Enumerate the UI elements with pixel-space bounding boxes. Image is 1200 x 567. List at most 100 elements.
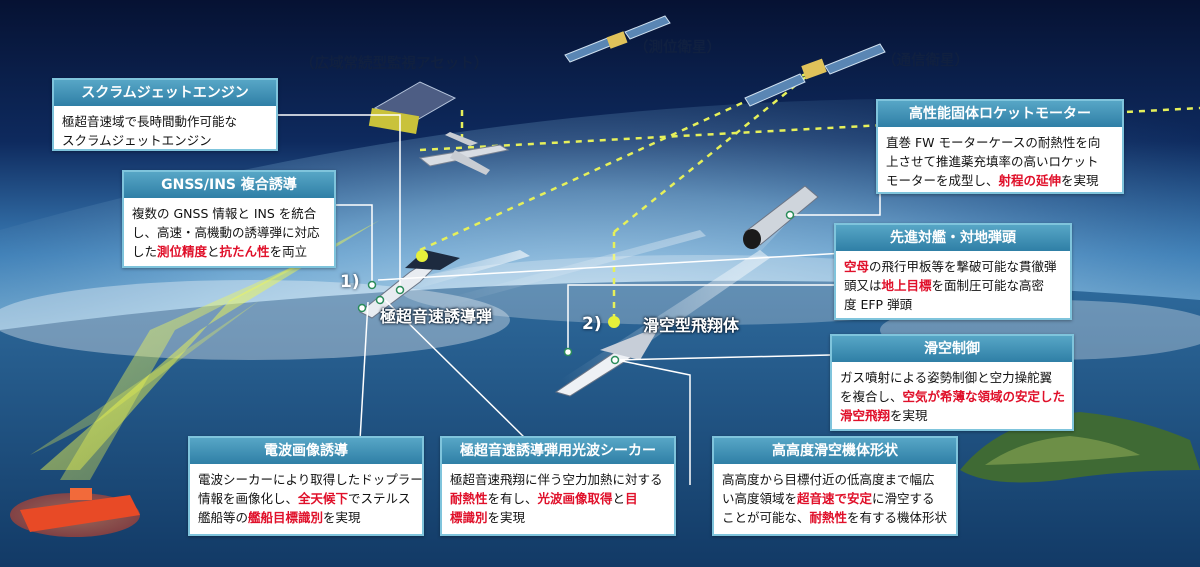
text-segment: を実現 — [890, 408, 928, 423]
box-text-line: ガス噴射による姿勢制御と空力操舵翼 — [840, 368, 1064, 387]
text-segment: 電波シーカーにより取得したドップラー — [198, 472, 423, 487]
box-text-line: 標識別を実現 — [450, 508, 666, 527]
text-segment: を実現 — [487, 510, 526, 525]
communication-satellite-icon — [744, 43, 886, 107]
label-glide-vehicle: 滑空型飛翔体 — [643, 316, 740, 335]
text-segment: 頭又は — [844, 278, 882, 293]
box-text-line: 艦船等の艦船目標識別を実現 — [198, 508, 414, 527]
highlighted-text: 抗たん性 — [219, 244, 270, 259]
highlighted-text: 滑空飛翔 — [840, 408, 891, 423]
highlighted-text: 目 — [625, 491, 638, 506]
box-optical-seeker-body: 極超音速飛翔に伴う空力加熱に対する耐熱性を有し、光波画像取得と目標識別を実現 — [442, 464, 674, 531]
box-text-line: し、高速・高機動の誘導弾に対応 — [132, 223, 326, 242]
box-rocket-motor: 高性能固体ロケットモーター 直巻 FW モーターケースの耐熱性を向上させて推進薬… — [876, 99, 1124, 194]
box-text-line: 複数の GNSS 情報と INS を統合 — [132, 204, 326, 223]
highlighted-text: 測位精度 — [157, 244, 208, 259]
box-warhead-title: 先進対艦・対地弾頭 — [836, 225, 1070, 251]
text-segment: 極超音速飛翔に伴う空力加熱に対する — [450, 472, 663, 487]
highlighted-text: 耐熱性 — [450, 491, 488, 506]
highlighted-text: 射程の延伸 — [998, 173, 1062, 188]
box-text-line: 電波シーカーにより取得したドップラー — [198, 470, 423, 489]
box-warhead-body: 空母の飛行甲板等を撃破可能な貫徹弾頭又は地上目標を面制圧可能な高密度 EFP 弾… — [836, 251, 1070, 318]
text-segment: 上させて推進薬充填率の高いロケット — [886, 154, 1099, 169]
callout-dots — [357, 210, 795, 365]
highlighted-text: 標識別 — [450, 510, 488, 525]
callout-lines — [278, 114, 881, 485]
box-warhead: 先進対艦・対地弾頭 空母の飛行甲板等を撃破可能な貫徹弾頭又は地上目標を面制圧可能… — [834, 223, 1072, 320]
box-text-line: 滑空飛翔を実現 — [840, 406, 1064, 425]
text-segment: し、高速・高機動の誘導弾に対応 — [132, 225, 320, 240]
highlighted-text: 地上目標 — [881, 278, 932, 293]
box-high-alt-body-title: 高高度滑空機体形状 — [714, 438, 956, 464]
highlighted-text: 艦船目標識別 — [248, 510, 324, 525]
label-positioning-satellite: （測位衛星） — [634, 40, 721, 56]
box-text-line: 度 EFP 弾頭 — [844, 295, 1062, 314]
label-communication-satellite: （通信衛星） — [882, 53, 969, 69]
text-segment: 高高度から目標付近の低高度まで幅広 — [722, 472, 935, 487]
text-segment: ことが可能な、 — [722, 510, 810, 525]
text-segment: と — [612, 491, 626, 506]
box-rocket-motor-body: 直巻 FW モーターケースの耐熱性を向上させて推進薬充填率の高いロケットモーター… — [878, 127, 1122, 194]
box-text-line: 極超音速飛翔に伴う空力加熱に対する — [450, 470, 666, 489]
box-scramjet-body: 極超音速域で長時間動作可能なスクラムジェットエンジン — [54, 106, 276, 154]
label-hypersonic-missile: 極超音速誘導弾 — [380, 307, 493, 326]
box-scramjet-title: スクラムジェットエンジン — [54, 80, 276, 106]
highlighted-text: 超音速で安定 — [797, 491, 873, 506]
box-high-alt-body: 高高度滑空機体形状 高高度から目標付近の低高度まで幅広い高度領域を超音速で安定に… — [712, 436, 958, 536]
text-segment: を面制圧可能な高密 — [931, 278, 1045, 293]
box-glide-control-body: ガス噴射による姿勢制御と空力操舵翼を複合し、空気が希薄な領域の安定した滑空飛翔を… — [832, 362, 1072, 429]
box-optical-seeker-title: 極超音速誘導弾用光波シーカー — [442, 438, 674, 464]
text-segment: を実現 — [323, 510, 361, 525]
text-segment: 情報を画像化し、 — [198, 491, 299, 506]
box-high-alt-body-body: 高高度から目標付近の低高度まで幅広い高度領域を超音速で安定に滑空することが可能な… — [714, 464, 956, 531]
marker-1: 1) — [340, 272, 360, 292]
text-segment: 複数の GNSS 情報と INS を統合 — [132, 206, 317, 221]
box-text-line: した測位精度と抗たん性を両立 — [132, 242, 326, 261]
highlighted-text: 耐熱性 — [809, 510, 848, 525]
text-segment: を有し、 — [487, 491, 538, 506]
box-text-line: スクラムジェットエンジン — [62, 131, 268, 150]
text-segment: と — [207, 244, 220, 259]
box-text-line: 情報を画像化し、全天候下でステルス — [198, 489, 414, 508]
box-text-line: 上させて推進薬充填率の高いロケット — [886, 152, 1114, 171]
text-segment: 艦船等の — [198, 510, 249, 525]
text-segment: した — [132, 244, 158, 259]
box-text-line: ことが可能な、耐熱性を有する機体形状 — [722, 508, 948, 527]
text-segment: の飛行甲板等を撃破可能な貫徹弾 — [869, 259, 1057, 274]
box-text-line: モーターを成型し、射程の延伸を実現 — [886, 171, 1114, 190]
rocket-motor-icon — [743, 185, 819, 249]
box-glide-control: 滑空制御 ガス噴射による姿勢制御と空力操舵翼を複合し、空気が希薄な領域の安定した… — [830, 334, 1074, 431]
text-segment: を実現 — [1061, 173, 1099, 188]
text-segment: 直巻 FW モーターケースの耐熱性を向 — [886, 135, 1101, 150]
highlighted-text: 空気が希薄な領域の安定した — [902, 389, 1066, 404]
box-radar-imaging-body: 電波シーカーにより取得したドップラー情報を画像化し、全天候下でステルス艦船等の艦… — [190, 464, 423, 531]
target-ship — [10, 488, 140, 537]
box-gnss-ins: GNSS/INS 複合誘導 複数の GNSS 情報と INS を統合し、高速・高… — [122, 170, 336, 268]
box-scramjet: スクラムジェットエンジン 極超音速域で長時間動作可能なスクラムジェットエンジン — [52, 78, 278, 151]
box-optical-seeker: 極超音速誘導弾用光波シーカー 極超音速飛翔に伴う空力加熱に対する耐熱性を有し、光… — [440, 436, 676, 536]
box-text-line: 耐熱性を有し、光波画像取得と目 — [450, 489, 666, 508]
text-segment: を両立 — [269, 244, 308, 259]
box-radar-imaging-title: 電波画像誘導 — [190, 438, 422, 464]
text-segment: を複合し、 — [840, 389, 903, 404]
box-text-line: 頭又は地上目標を面制圧可能な高密 — [844, 276, 1062, 295]
text-segment: 度 EFP 弾頭 — [844, 297, 913, 312]
box-text-line: 極超音速域で長時間動作可能な — [62, 112, 268, 131]
box-text-line: 直巻 FW モーターケースの耐熱性を向 — [886, 133, 1114, 152]
highlighted-text: 光波画像取得 — [537, 491, 613, 506]
box-text-line: を複合し、空気が希薄な領域の安定した — [840, 387, 1066, 406]
box-gnss-ins-title: GNSS/INS 複合誘導 — [124, 172, 334, 198]
highlighted-text: 空母 — [844, 259, 870, 274]
box-text-line: い高度領域を超音速で安定に滑空する — [722, 489, 948, 508]
positioning-satellite-icon — [564, 15, 671, 63]
box-rocket-motor-title: 高性能固体ロケットモーター — [878, 101, 1122, 127]
box-glide-control-title: 滑空制御 — [832, 336, 1072, 362]
text-segment: 極超音速域で長時間動作可能な — [62, 114, 238, 129]
box-text-line: 空母の飛行甲板等を撃破可能な貫徹弾 — [844, 257, 1062, 276]
box-text-line: 高高度から目標付近の低高度まで幅広 — [722, 470, 948, 489]
label-surveillance-asset: （広域常続型監視アセット） — [300, 56, 489, 72]
text-segment: でステルス — [348, 491, 411, 506]
text-segment: い高度領域を — [722, 491, 798, 506]
text-segment: を有する機体形状 — [847, 510, 948, 525]
